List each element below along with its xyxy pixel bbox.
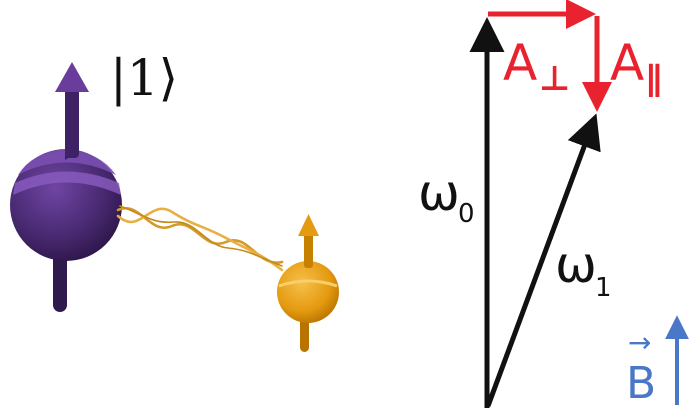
label-a-perp: A ⊥ [503,34,570,99]
a-perp-symbol: A [503,34,537,92]
a-par-symbol: A [610,34,644,92]
a-par-subscript: ∥ [645,59,662,99]
omega0-subscript: 0 [458,199,475,229]
label-omega0: ω 0 [418,164,475,229]
omega1-subscript: 1 [595,273,612,303]
omega1-symbol: ω [555,236,597,294]
a-perp-subscript: ⊥ [539,59,570,99]
b-field-symbol: B [626,358,656,409]
electron-spin-icon [10,62,122,312]
up-arrow-icon [298,214,319,236]
omega0-symbol: ω [418,164,460,222]
entanglement-helix-icon [116,205,284,272]
up-arrow-icon [55,62,89,92]
label-omega1: ω 1 [555,236,612,303]
state-label: |1⟩ [110,49,178,107]
vector-diagram [469,0,689,408]
b-field-accent: → [628,326,651,359]
omega1-vector [485,113,601,407]
nuclear-spin-icon [277,214,339,352]
label-a-par: A ∥ [610,34,662,99]
label-b-field: B → [626,326,656,409]
